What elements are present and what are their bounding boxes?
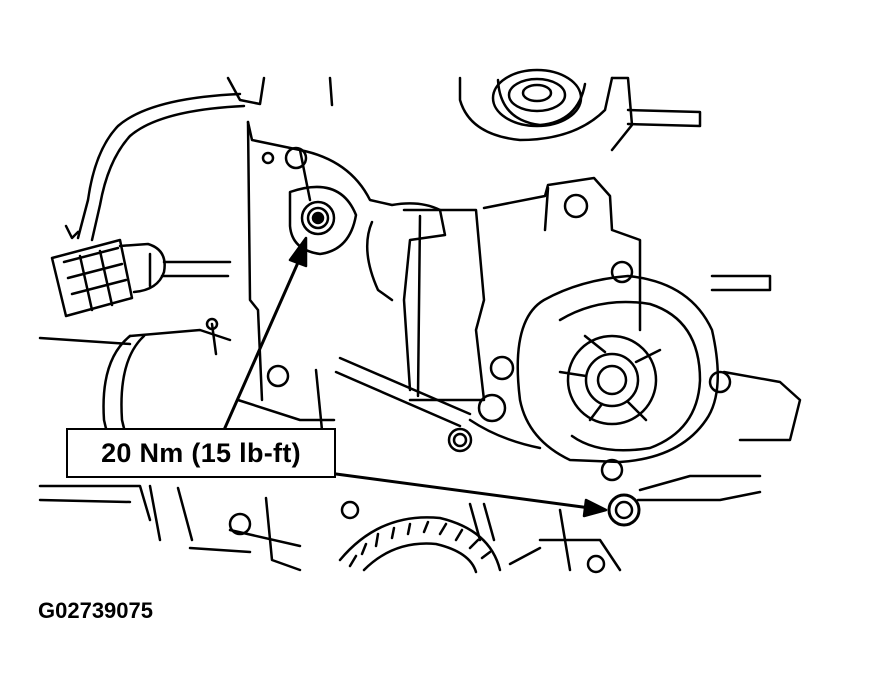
leader-arrows xyxy=(222,236,608,518)
upper-target-bolt xyxy=(311,211,325,225)
lower-target-bolt xyxy=(607,493,641,527)
wiring-harness xyxy=(64,92,246,242)
target-bolts xyxy=(311,211,641,527)
upper-pulley xyxy=(226,68,634,152)
lower-leader-line xyxy=(334,472,592,510)
center-housing xyxy=(366,176,642,450)
small-bolt xyxy=(236,364,473,453)
electrical-connector xyxy=(50,238,232,318)
bracket-plate xyxy=(246,120,447,402)
figure-id-label: G02739075 xyxy=(38,598,153,623)
water-pump-flange xyxy=(516,260,802,502)
lower-gear xyxy=(38,484,622,574)
torque-callout-box: 20 Nm (15 lb-ft) xyxy=(66,428,336,478)
torque-callout-label: 20 Nm (15 lb-ft) xyxy=(101,437,301,468)
upper-leader-line xyxy=(222,256,302,432)
horizontal-rods xyxy=(38,108,702,428)
lower-arrow-head xyxy=(582,498,608,518)
upper-arrow-head xyxy=(288,236,308,268)
